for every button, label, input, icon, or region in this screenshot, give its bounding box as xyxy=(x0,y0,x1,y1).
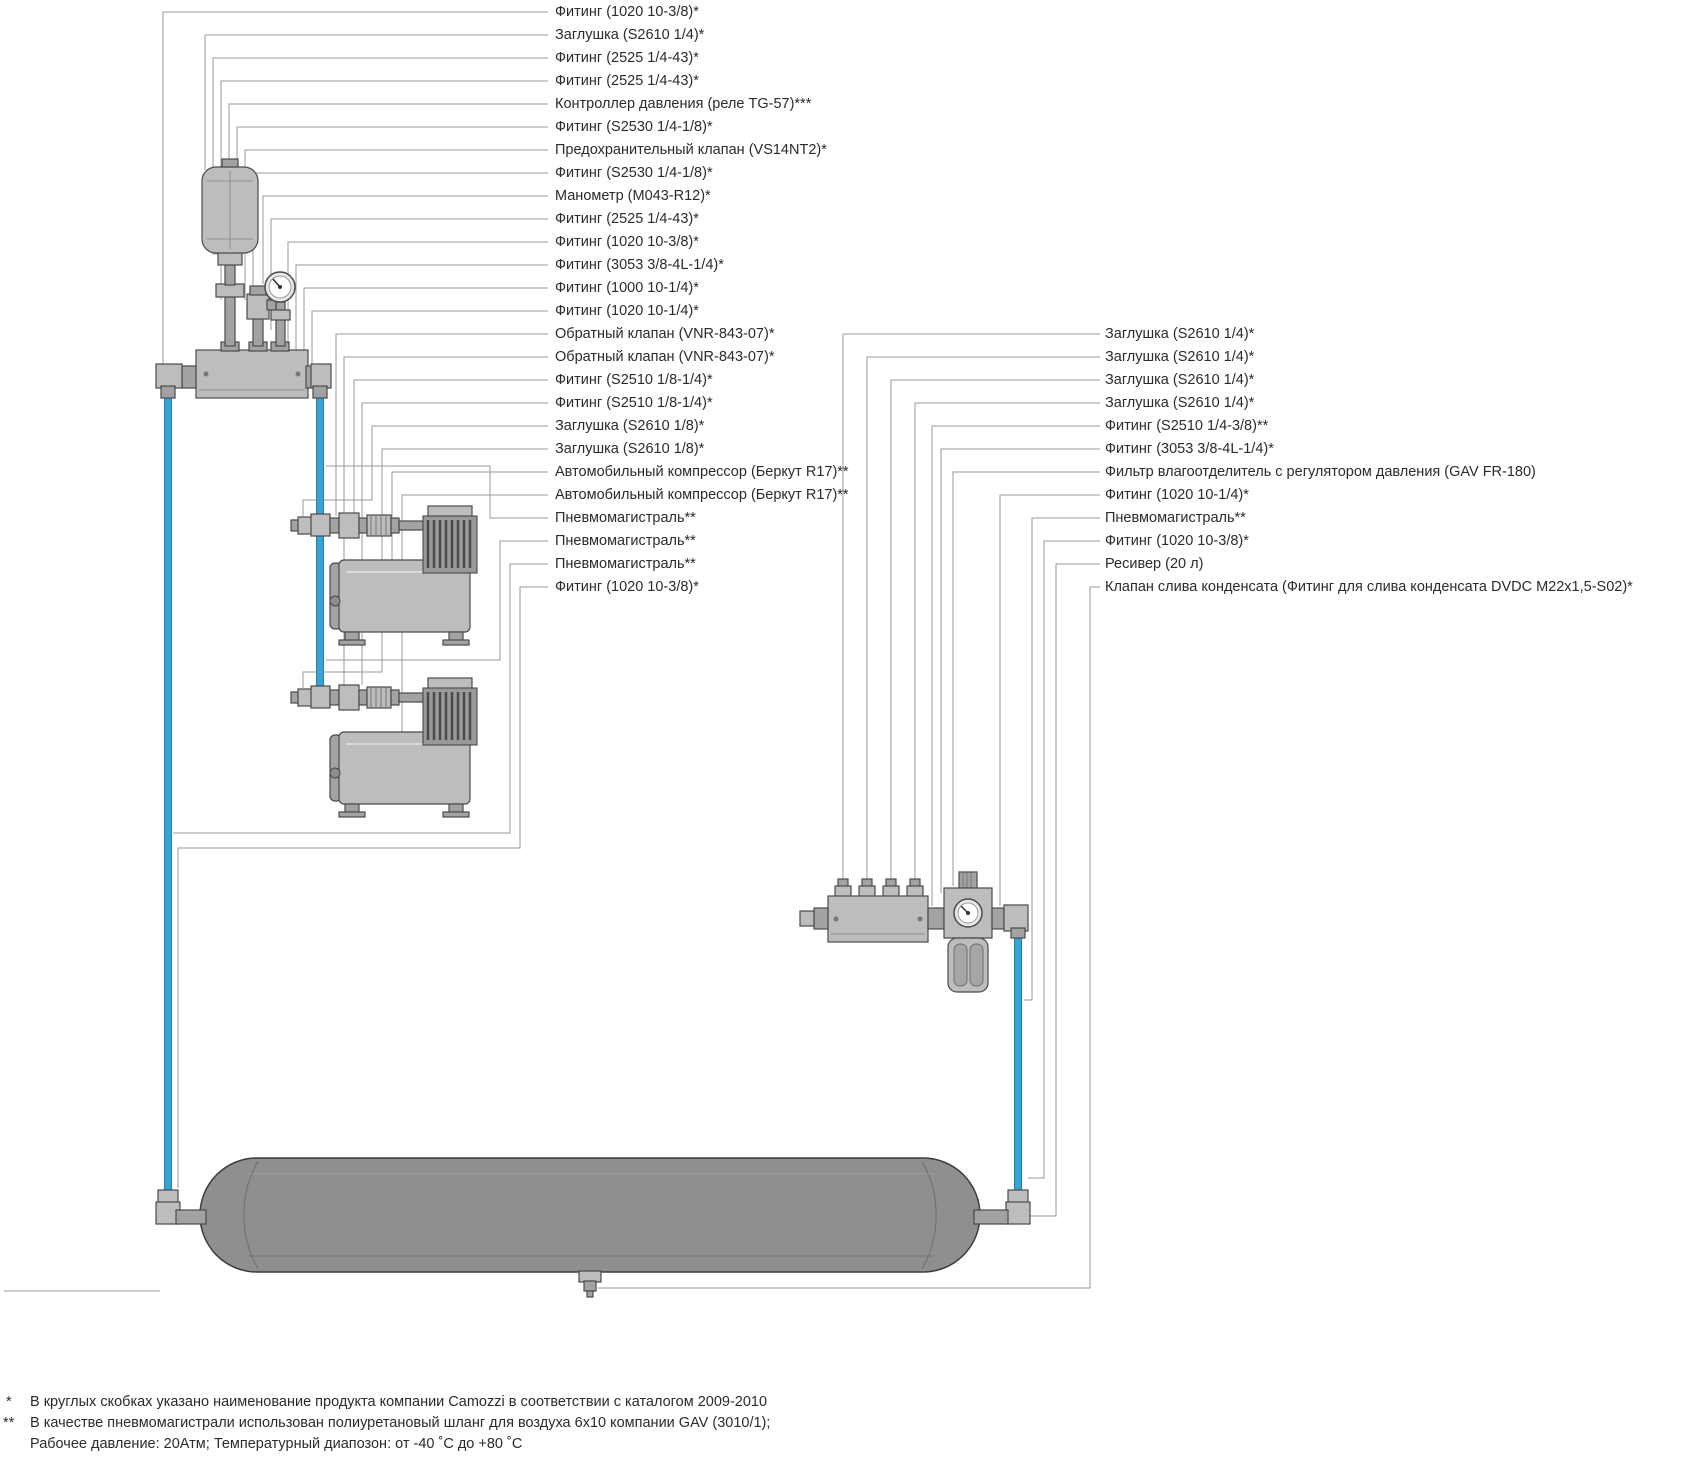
component-label: Фитинг (S2510 1/8-1/4)* xyxy=(555,395,713,411)
footnote: В качестве пневмомагистрали использован … xyxy=(30,1415,770,1431)
right-label-column: Заглушка (S2610 1/4)* Заглушка (S2610 1/… xyxy=(1105,326,1633,595)
component-label: Обратный клапан (VNR-843-07)* xyxy=(555,349,775,365)
pneumatic-line-receiver xyxy=(1014,927,1022,1197)
manifold-plugs xyxy=(834,878,924,898)
pneumatic-line-compressors xyxy=(316,389,324,701)
component-label: Заглушка (S2610 1/8)* xyxy=(555,418,705,434)
manifold-left-elbow-fitting xyxy=(155,363,197,399)
condensate-drain-valve xyxy=(578,1270,602,1298)
component-label: Автомобильный компрессор (Беркут R17)** xyxy=(555,487,849,503)
component-label: Фитинг (3053 3/8-4L-1/4)* xyxy=(1105,441,1274,457)
component-label: Обратный клапан (VNR-843-07)* xyxy=(555,326,775,342)
component-label: Заглушка (S2610 1/4)* xyxy=(1105,372,1255,388)
component-label: Ресивер (20 л) xyxy=(1105,556,1203,572)
component-label: Фитинг (1020 10-3/8)* xyxy=(555,234,699,250)
pneumatic-line-left xyxy=(164,391,172,1195)
pressure-control-assembly xyxy=(155,158,332,399)
component-label: Фитинг (1000 10-1/4)* xyxy=(555,280,699,296)
compressor-2 xyxy=(289,676,479,819)
filter-regulator xyxy=(943,871,993,993)
component-label: Автомобильный компрессор (Беркут R17)** xyxy=(555,464,849,480)
footnotes: * В круглых скобках указано наименование… xyxy=(3,1394,770,1452)
component-label: Фитинг (2525 1/4-43)* xyxy=(555,211,699,227)
component-label: Пневмомагистраль** xyxy=(555,510,696,526)
footnote-marker: * xyxy=(6,1394,12,1410)
component-label: Фитинг (1020 10-3/8)* xyxy=(555,4,699,20)
component-label: Фитинг (1020 10-3/8)* xyxy=(1105,533,1249,549)
component-label: Манометр (M043-R12)* xyxy=(555,188,711,204)
tank-inlet-fitting-left xyxy=(155,1189,207,1225)
component-label: Фитинг (1020 10-1/4)* xyxy=(1105,487,1249,503)
component-label: Заглушка (S2610 1/4)* xyxy=(1105,395,1255,411)
component-label: Заглушка (S2610 1/4)* xyxy=(1105,326,1255,342)
component-label: Заглушка (S2610 1/8)* xyxy=(555,441,705,457)
component-label: Пневмомагистраль** xyxy=(555,556,696,572)
component-label: Фитинг (S2510 1/4-3/8)** xyxy=(1105,418,1269,434)
manifold-right-elbow-fitting xyxy=(305,363,332,399)
footnote-marker: ** xyxy=(3,1415,15,1431)
component-label: Фитинг (2525 1/4-43)* xyxy=(555,50,699,66)
component-label: Фитинг (S2510 1/8-1/4)* xyxy=(555,372,713,388)
component-label: Фитинг (2525 1/4-43)* xyxy=(555,73,699,89)
filter-regulator-assembly xyxy=(799,871,1029,993)
component-label: Фитинг (1020 10-3/8)* xyxy=(555,579,699,595)
component-label: Фитинг (3053 3/8-4L-1/4)* xyxy=(555,257,724,273)
filter-output-elbow xyxy=(991,904,1029,939)
left-label-column: Фитинг (1020 10-3/8)* Заглушка (S2610 1/… xyxy=(555,4,849,595)
controller-stem-fittings xyxy=(215,251,245,347)
filter-manifold xyxy=(799,895,945,943)
component-label: Контроллер давления (реле TG-57)*** xyxy=(555,96,812,112)
component-label: Пневмомагистраль** xyxy=(555,533,696,549)
footnote: В круглых скобках указано наименование п… xyxy=(30,1394,767,1410)
pressure-controller xyxy=(201,158,259,254)
component-label: Клапан слива конденсата (Фитинг для слив… xyxy=(1105,579,1633,595)
component-label: Предохранительный клапан (VS14NT2)* xyxy=(555,142,827,158)
component-label: Фильтр влагоотделитель с регулятором дав… xyxy=(1105,464,1536,480)
distribution-manifold xyxy=(195,341,309,399)
pressure-gauge xyxy=(264,271,296,347)
footnote: Рабочее давление: 20Атм; Температурный д… xyxy=(30,1436,522,1452)
component-label: Фитинг (1020 10-1/4)* xyxy=(555,303,699,319)
leader-lines xyxy=(4,11,1100,1292)
component-label: Заглушка (S2610 1/4)* xyxy=(555,27,705,43)
receiver-tank xyxy=(199,1157,981,1273)
component-label: Заглушка (S2610 1/4)* xyxy=(1105,349,1255,365)
component-label: Фитинг (S2530 1/4-1/8)* xyxy=(555,165,713,181)
component-label: Фитинг (S2530 1/4-1/8)* xyxy=(555,119,713,135)
tank-inlet-fitting-right xyxy=(973,1189,1031,1225)
component-label: Пневмомагистраль** xyxy=(1105,510,1246,526)
